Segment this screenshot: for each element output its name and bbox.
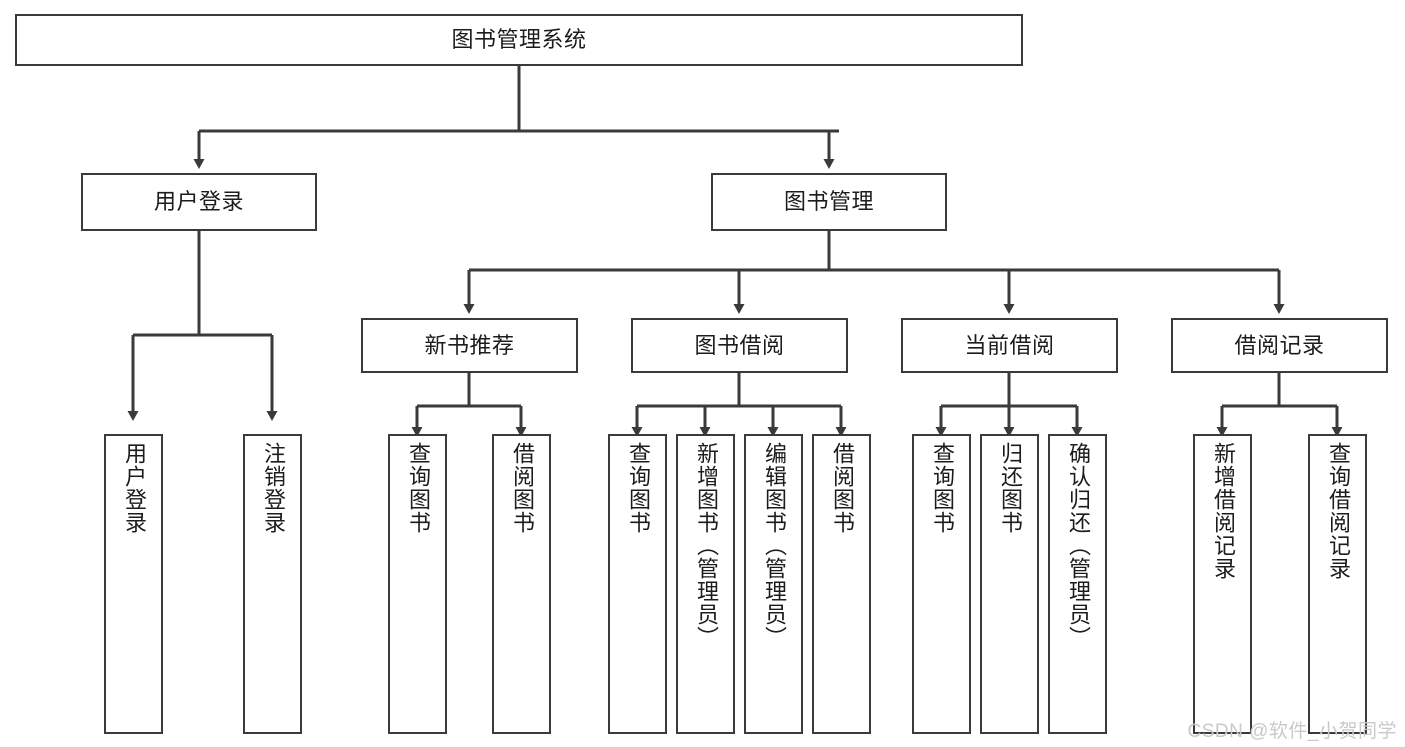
node-user-login[interactable]: 用户登录 [81, 173, 317, 231]
leaf-book-borrow-query-book[interactable]: 查询图书 [608, 434, 667, 734]
node-label: 确认归还（管理员） [1065, 442, 1091, 649]
leaf-book-borrow-add-book-admin[interactable]: 新增图书（管理员） [676, 434, 735, 734]
leaf-borrow-records-add-record[interactable]: 新增借阅记录 [1193, 434, 1252, 734]
node-label: 图书管理系统 [451, 27, 587, 53]
node-book-management[interactable]: 图书管理 [711, 173, 947, 231]
leaf-current-borrow-confirm-return-admin[interactable]: 确认归还（管理员） [1048, 434, 1107, 734]
leaf-borrow-records-query-record[interactable]: 查询借阅记录 [1308, 434, 1367, 734]
leaf-user-login-logout[interactable]: 注销登录 [243, 434, 302, 734]
leaf-new-book-borrow-book[interactable]: 借阅图书 [492, 434, 551, 734]
node-label: 注销登录 [260, 442, 286, 534]
node-label: 用户登录 [121, 442, 147, 534]
node-label: 借阅图书 [829, 442, 855, 534]
node-current-borrow[interactable]: 当前借阅 [901, 318, 1118, 373]
leaf-current-borrow-return-book[interactable]: 归还图书 [980, 434, 1039, 734]
node-label: 编辑图书（管理员） [761, 442, 787, 649]
leaf-current-borrow-query-book[interactable]: 查询图书 [912, 434, 971, 734]
node-label: 查询图书 [405, 442, 431, 534]
node-borrow-records[interactable]: 借阅记录 [1171, 318, 1388, 373]
node-new-book-recommend[interactable]: 新书推荐 [361, 318, 578, 373]
node-label: 借阅记录 [1234, 332, 1325, 358]
watermark-text: CSDN @软件_小贺同学 [1187, 721, 1397, 742]
node-book-borrow[interactable]: 图书借阅 [631, 318, 848, 373]
node-label: 图书管理 [783, 189, 874, 215]
node-root-book-management-system[interactable]: 图书管理系统 [15, 14, 1023, 66]
node-label: 当前借阅 [964, 332, 1055, 358]
node-label: 查询图书 [625, 442, 651, 534]
node-label: 借阅图书 [509, 442, 535, 534]
node-label: 归还图书 [997, 442, 1023, 534]
node-label: 新增借阅记录 [1210, 442, 1236, 580]
node-label: 图书借阅 [694, 332, 785, 358]
node-label: 用户登录 [153, 189, 244, 215]
node-label: 查询借阅记录 [1325, 442, 1351, 580]
leaf-user-login-login[interactable]: 用户登录 [104, 434, 163, 734]
leaf-book-borrow-borrow-book[interactable]: 借阅图书 [812, 434, 871, 734]
node-label: 查询图书 [929, 442, 955, 534]
leaf-book-borrow-edit-book-admin[interactable]: 编辑图书（管理员） [744, 434, 803, 734]
node-label: 新书推荐 [424, 332, 515, 358]
node-label: 新增图书（管理员） [693, 442, 719, 649]
leaf-new-book-query-book[interactable]: 查询图书 [388, 434, 447, 734]
